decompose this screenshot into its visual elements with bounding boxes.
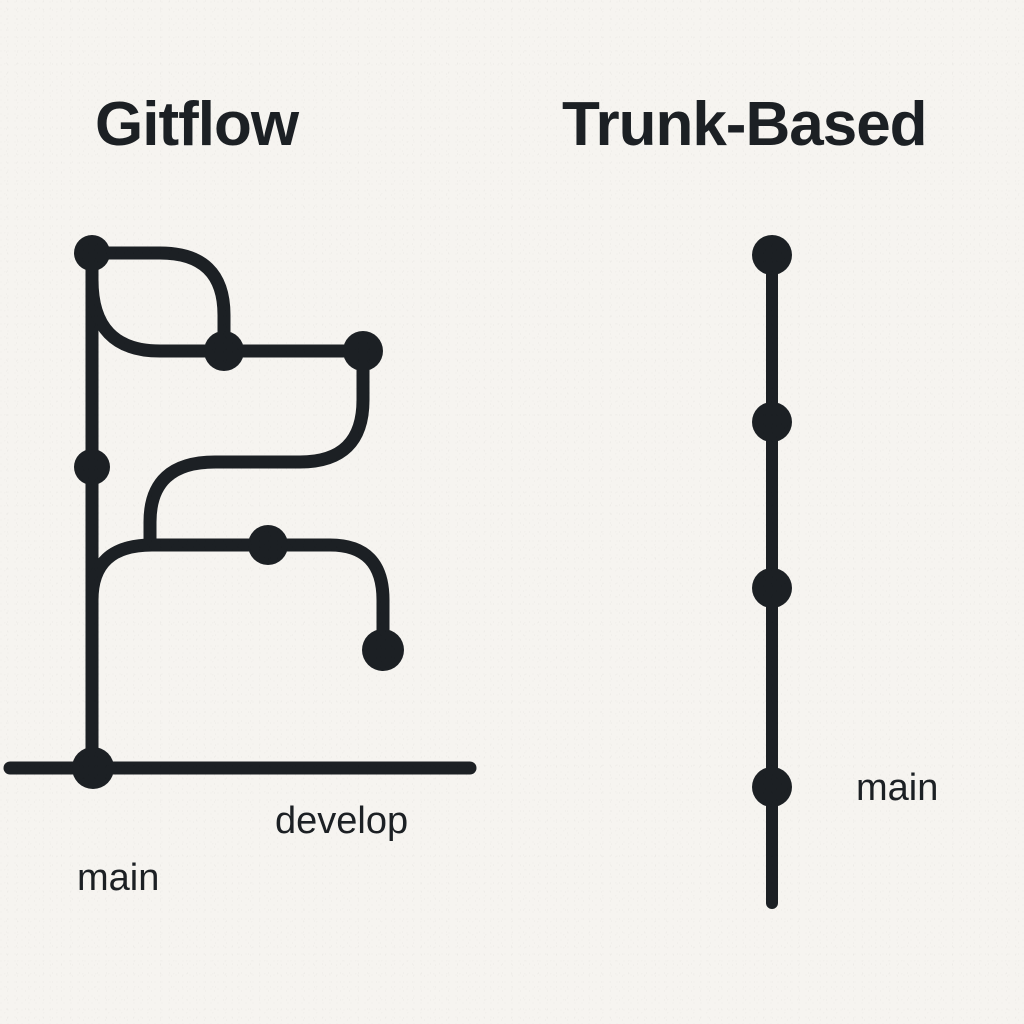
commit-node[interactable] <box>752 402 792 442</box>
edge-release-merge-down <box>143 344 370 552</box>
commit-node[interactable] <box>752 767 792 807</box>
commit-node[interactable] <box>752 235 792 275</box>
edge-hotfix-branch-out <box>85 538 275 607</box>
gitflow-edges <box>3 246 477 775</box>
commit-node[interactable] <box>74 449 110 485</box>
commit-node[interactable] <box>72 747 114 789</box>
branch-label-develop: develop <box>275 800 408 842</box>
commit-node[interactable] <box>752 568 792 608</box>
commit-node[interactable] <box>248 525 288 565</box>
panel-title-gitflow: Gitflow <box>95 90 300 159</box>
commit-node[interactable] <box>362 629 404 671</box>
commit-node[interactable] <box>343 331 383 371</box>
commit-node[interactable] <box>204 331 244 371</box>
branch-label-main-trunk: main <box>856 767 938 809</box>
panel-trunk-based: Trunk-Based main <box>562 90 938 909</box>
panel-gitflow: Gitflow develop main <box>3 90 477 899</box>
trunk-based-commits <box>752 235 792 807</box>
gitflow-commits <box>72 235 404 789</box>
panel-title-trunk-based: Trunk-Based <box>562 90 927 159</box>
commit-node[interactable] <box>74 235 110 271</box>
edge-feature-loop-return <box>85 273 231 358</box>
edge-feature-branch-tail <box>261 538 390 657</box>
branch-label-main: main <box>77 857 159 899</box>
edge-feature-loop-top <box>85 246 231 358</box>
